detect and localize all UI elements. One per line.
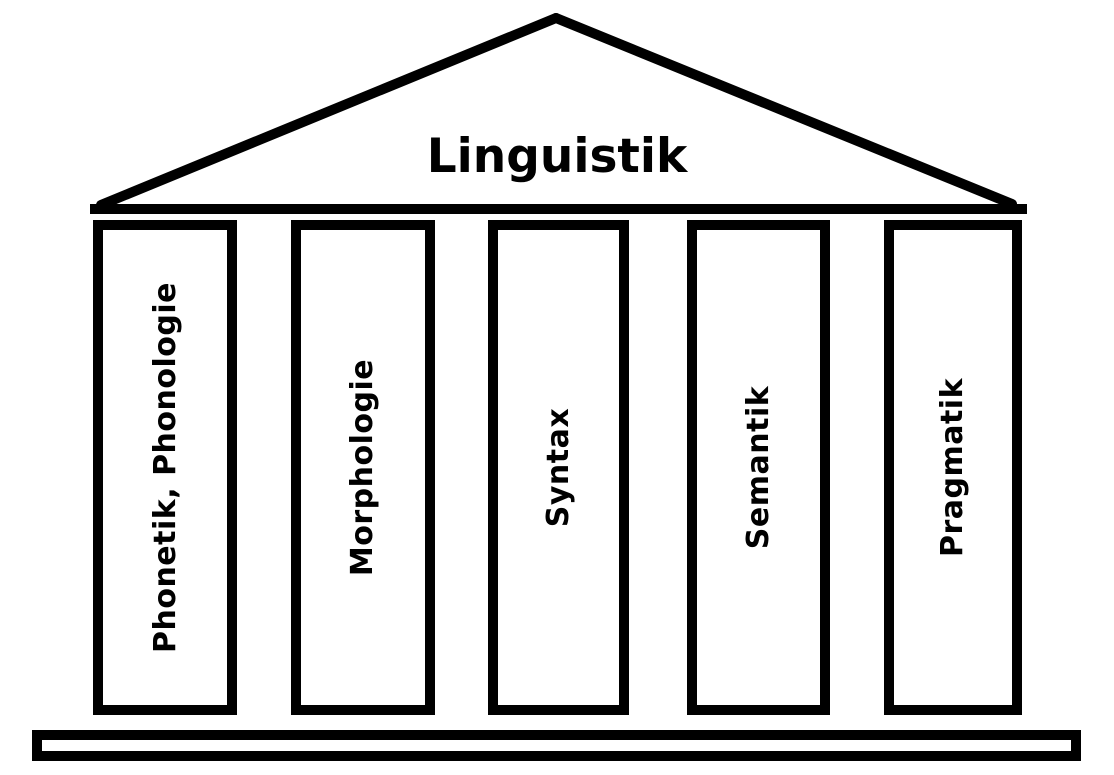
pillar-label-morphologie: Morphologie [345, 358, 381, 577]
pillar-label-phonetik-phonologie: Phonetik, Phonologie [147, 282, 183, 653]
pillar-pragmatik: Pragmatik [884, 220, 1022, 715]
pillar-morphologie: Morphologie [291, 220, 435, 715]
roof-right-slope-line [551, 13, 1017, 209]
pillar-label-semantik: Semantik [741, 385, 777, 550]
pillar-label-syntax: Syntax [541, 407, 576, 528]
temple-base [32, 730, 1081, 761]
pillar-label-pragmatik: Pragmatik [935, 377, 971, 558]
pillar-phonetik-phonologie: Phonetik, Phonologie [93, 220, 237, 715]
pillar-syntax: Syntax [488, 220, 629, 715]
pillar-semantik: Semantik [687, 220, 830, 715]
diagram-title: Linguistik [426, 129, 688, 184]
roof-left-slope-line [96, 13, 561, 210]
